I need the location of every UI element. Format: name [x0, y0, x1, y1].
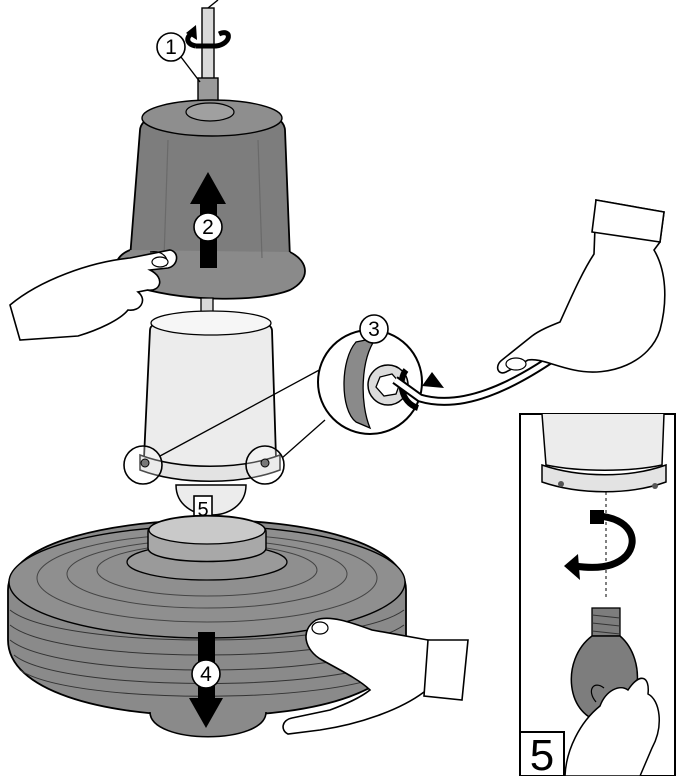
- callout-step-3-label: 3: [368, 318, 380, 341]
- inner-shade: [139, 297, 281, 482]
- right-hand-allen-key: [496, 199, 666, 374]
- detail-leader-lines: [159, 367, 326, 459]
- bulb-box-label-text: 5: [197, 499, 208, 521]
- rotation-arrow-1: [185, 25, 231, 49]
- inset-hand: [564, 677, 660, 776]
- inset-step-label-box: 5: [519, 731, 565, 776]
- inset-rotation-arrow: [574, 512, 636, 571]
- top-rod: [197, 0, 219, 105]
- zoom-detail-circle: [317, 329, 573, 435]
- inset-step-label: 5: [530, 731, 554, 776]
- left-hand: [9, 249, 178, 341]
- callout-step-1: 1: [156, 32, 201, 83]
- callout-step-1-label: 1: [165, 36, 177, 59]
- screw-detail-right: [245, 445, 285, 485]
- callout-step-2-label: 2: [202, 216, 214, 239]
- callout-step-4-label: 4: [200, 663, 212, 686]
- inset-panel: 5: [519, 413, 676, 776]
- screw-detail-left: [123, 445, 163, 485]
- callout-step-4: 4: [191, 659, 221, 689]
- callout-step-2: 2: [193, 212, 223, 242]
- callout-step-3: 3: [359, 314, 389, 344]
- base-hand: [282, 617, 469, 735]
- lamp-base: [7, 514, 407, 738]
